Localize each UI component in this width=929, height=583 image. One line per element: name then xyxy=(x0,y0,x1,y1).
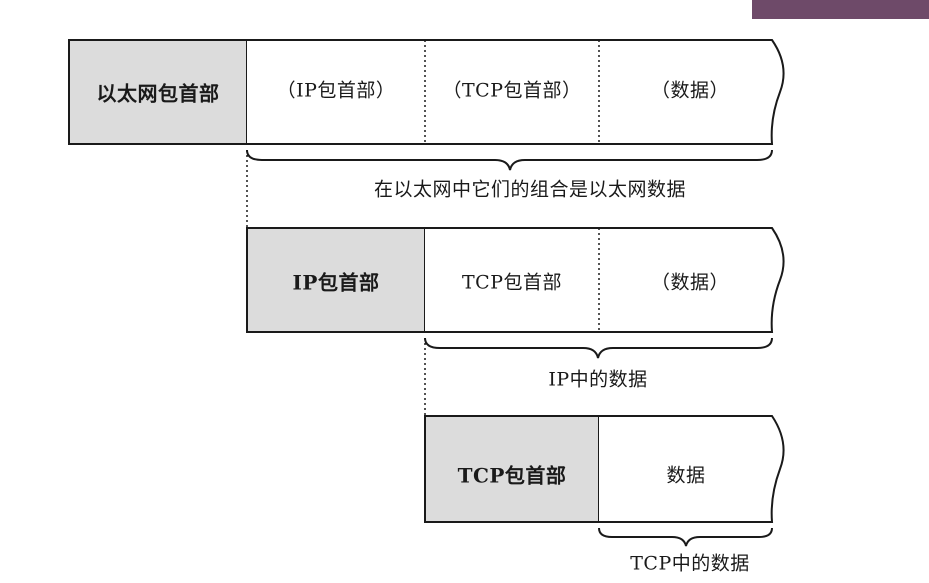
ip-header-label: IP包首部 xyxy=(292,270,380,295)
tcp-data-label: 数据 xyxy=(666,464,706,487)
tcp-header-label-row2: TCP包首部 xyxy=(462,271,562,294)
ethernet-header-label: 以太网包首部 xyxy=(96,81,220,106)
data-parenthesized-label-row1: （数据） xyxy=(650,79,730,102)
accent-bar xyxy=(752,0,929,19)
data-parenthesized-label-row2: （数据） xyxy=(650,271,730,294)
tcp-header-parenthesized-label: （TCP包首部） xyxy=(442,79,582,102)
tcp-header-label: TCP包首部 xyxy=(457,463,567,488)
ip-packet-body xyxy=(425,227,785,333)
brace-ip-data xyxy=(424,337,773,359)
ethernet-data-caption: 在以太网中它们的组合是以太网数据 xyxy=(373,178,687,201)
brace-tcp-data xyxy=(598,527,773,547)
tcp-segment-body xyxy=(599,415,785,523)
tcp-data-caption: TCP中的数据 xyxy=(630,552,750,575)
brace-ethernet-data xyxy=(246,149,773,171)
ip-header-box xyxy=(246,227,426,333)
ip-header-parenthesized-label: （IP包首部） xyxy=(276,79,396,102)
ip-data-caption: IP中的数据 xyxy=(548,368,648,391)
tcp-header-box xyxy=(424,415,600,523)
ethernet-frame-body xyxy=(247,39,785,145)
